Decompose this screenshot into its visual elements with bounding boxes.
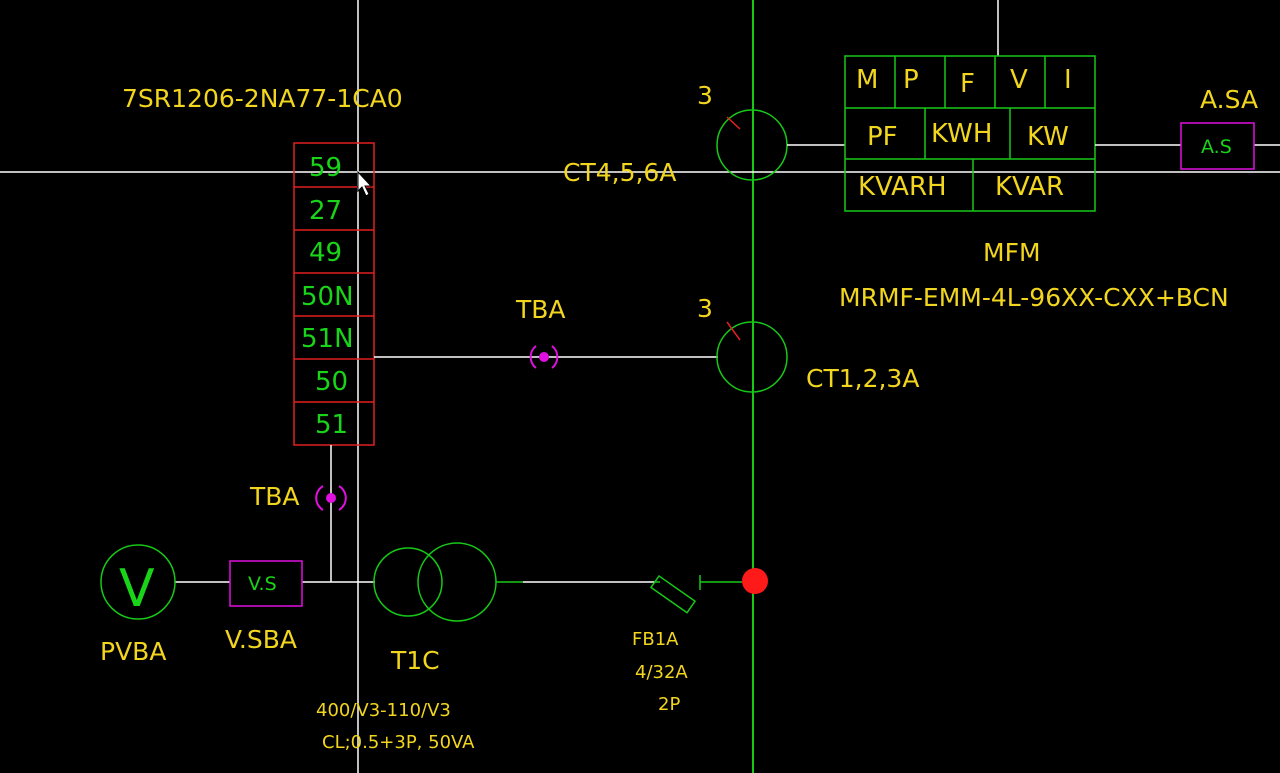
ct-lower-label: CT1,2,3A (806, 364, 919, 393)
ct-upper-label: CT4,5,6A (563, 158, 676, 187)
meter-model: MRMF-EMM-4L-96XX-CXX+BCN (839, 283, 1229, 312)
meter-param-m: M (856, 65, 878, 95)
fuse-label: FB1A (632, 629, 679, 650)
relay-block[interactable]: 59 27 49 50N 51N 50 51 (293, 142, 375, 446)
multifunction-meter[interactable]: M P F V I PF KWH KW KVARH KVAR (844, 55, 1096, 212)
ammeter-switch-box[interactable]: A.S (1180, 122, 1255, 170)
busbar-node[interactable] (742, 568, 768, 594)
fuse-poles: 2P (658, 694, 680, 715)
transformer-spec: CL;0.5+3P, 50VA (322, 732, 475, 753)
meter-param-kvar: KVAR (995, 172, 1064, 202)
relay-function-4: 51N (301, 324, 354, 354)
relay-function-6: 51 (315, 410, 348, 440)
voltmeter-symbol[interactable]: V (100, 544, 176, 620)
meter-param-v: V (1010, 65, 1028, 95)
relay-function-5: 50 (315, 367, 348, 397)
transformer-label: T1C (390, 646, 440, 675)
meter-param-p: P (903, 65, 919, 95)
meter-param-kvarh: KVARH (858, 172, 947, 202)
terminal-label-upper: TBA (515, 295, 566, 324)
fuse-symbol[interactable] (649, 574, 742, 614)
meter-param-i: I (1064, 65, 1072, 95)
meter-param-pf: PF (867, 122, 898, 152)
meter-param-f: F (960, 69, 975, 99)
ammeter-switch-label: A.SA (1200, 85, 1258, 114)
relay-function-3: 50N (301, 282, 354, 312)
ct-lower-count: 3 (697, 294, 713, 323)
voltmeter-switch-text: V.S (248, 573, 277, 595)
terminal-icon-upper[interactable] (529, 345, 559, 369)
ct-lower-symbol[interactable] (716, 321, 788, 393)
meter-name: MFM (983, 238, 1041, 267)
fuse-rating: 4/32A (635, 662, 688, 683)
voltmeter-switch-label: V.SBA (225, 625, 297, 654)
voltmeter-label: PVBA (100, 637, 166, 666)
relay-function-2: 49 (309, 238, 342, 268)
terminal-label-lower: TBA (249, 482, 300, 511)
terminal-icon-lower[interactable] (315, 485, 347, 511)
meter-param-kwh: KWH (931, 119, 992, 149)
relay-function-1: 27 (309, 196, 342, 226)
ct-upper-count: 3 (697, 81, 713, 110)
relay-function-0: 59 (309, 153, 342, 183)
voltmeter-switch-box[interactable]: V.S (229, 560, 303, 607)
meter-param-kw: KW (1027, 122, 1069, 152)
relay-model-label: 7SR1206-2NA77-1CA0 (122, 84, 403, 113)
mouse-pointer-icon (357, 170, 373, 197)
voltage-transformer-symbol[interactable] (373, 542, 523, 622)
voltmeter-letter: V (119, 559, 155, 619)
transformer-ratio: 400/V3-110/V3 (316, 700, 451, 721)
ammeter-switch-text: A.S (1201, 136, 1232, 158)
